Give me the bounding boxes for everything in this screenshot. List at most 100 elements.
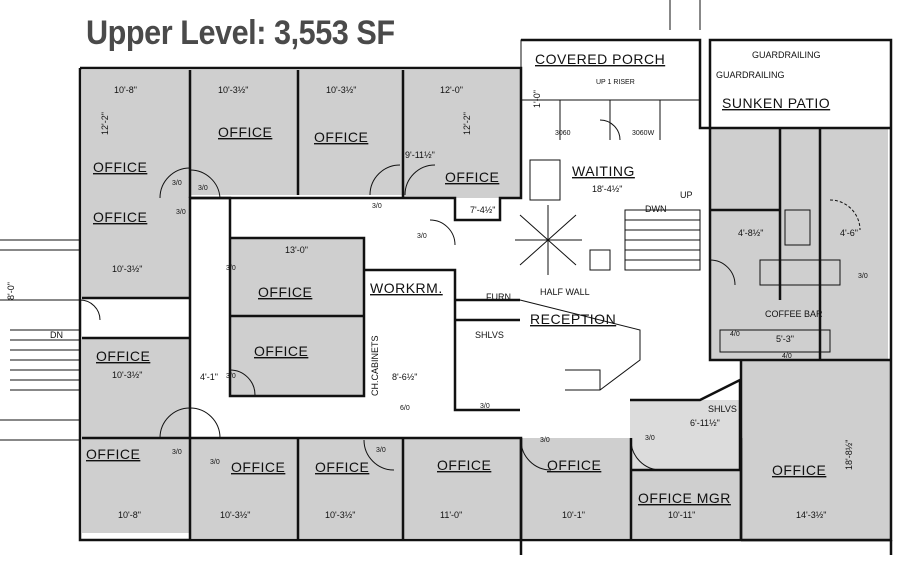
door-swing xyxy=(369,164,401,196)
dim-label: 10'-1" xyxy=(562,510,585,520)
room-office-bottom-3 xyxy=(403,438,521,538)
label-shlvs-2: SHLVS xyxy=(708,404,737,414)
door-label: 3060 xyxy=(555,130,571,137)
door-swing xyxy=(630,439,662,471)
walls xyxy=(78,38,893,555)
door-label: 3060W xyxy=(632,130,655,137)
dim-label: 10'-3½" xyxy=(112,264,142,274)
room-office-left-mid xyxy=(82,338,190,438)
door-label: 3/0 xyxy=(540,437,550,444)
label-office-bottom-4: OFFICE xyxy=(547,457,601,473)
label-shlvs-1: SHLVS xyxy=(475,330,504,340)
label-workroom: WORKRM. xyxy=(370,280,443,296)
label-office-nw: OFFICE xyxy=(93,159,147,175)
room-office-top-1 xyxy=(190,70,298,195)
dim-label: 12'-2" xyxy=(100,112,110,135)
dim-label: 18'-8½" xyxy=(844,440,854,470)
label-dn-1: DWN xyxy=(645,204,667,214)
label-office-inner-2: OFFICE xyxy=(254,343,308,359)
dim-label: 10'-3½" xyxy=(112,370,142,380)
door-swing xyxy=(520,439,552,471)
door-swing xyxy=(404,164,436,196)
label-sunken-patio: SUNKEN PATIO xyxy=(722,95,830,111)
door-label: 3/0 xyxy=(645,435,655,442)
dim-label: 10'-3½" xyxy=(218,85,248,95)
door-label: 3/0 xyxy=(172,449,182,456)
dim-label: 1'-0" xyxy=(532,90,542,108)
dim-label: 7'-4½" xyxy=(470,205,495,215)
label-covered-porch: COVERED PORCH xyxy=(535,51,665,67)
door-label: 3/0 xyxy=(176,209,186,216)
door-label: 4/0 xyxy=(730,331,740,338)
room-office-se xyxy=(741,360,891,542)
dim-label: 10'-3½" xyxy=(326,85,356,95)
door-swing xyxy=(829,199,861,231)
dim-label: 12'-2" xyxy=(462,112,472,135)
room-office-bottom-2 xyxy=(298,438,403,538)
door-label: 4/0 xyxy=(782,353,792,360)
room-labels: OFFICE OFFICE OFFICE OFFICE OFFICE OFFIC… xyxy=(50,50,830,506)
room-office-inner-1 xyxy=(230,238,364,316)
dimension-labels: 10'-8" 10'-3½" 10'-3½" 12'-0" 12'-2" 12'… xyxy=(6,85,858,520)
door-swing xyxy=(189,169,221,199)
dim-label: 8'-0" xyxy=(6,282,16,300)
detail-lines xyxy=(0,0,841,441)
label-office-inner-1: OFFICE xyxy=(258,284,312,300)
label-office-se: OFFICE xyxy=(772,462,826,478)
door-label: 3/0 xyxy=(417,233,427,240)
door-label: 3/0 xyxy=(480,403,490,410)
room-shading xyxy=(82,70,891,542)
label-office-mgr: OFFICE MGR xyxy=(638,490,731,506)
dim-label: 12'-0" xyxy=(440,85,463,95)
label-guardrail-1: GUARDRAILING xyxy=(752,50,821,60)
dim-label: 8'-6½" xyxy=(392,372,417,382)
room-office-sw xyxy=(82,438,190,533)
dim-label: 10'-8" xyxy=(114,85,137,95)
door-swing xyxy=(229,369,256,396)
label-up: UP xyxy=(680,190,693,200)
label-office-bottom-3: OFFICE xyxy=(437,457,491,473)
room-restrooms xyxy=(710,128,888,360)
door-swings xyxy=(79,119,861,471)
label-furn: FURN xyxy=(486,292,511,302)
dim-label: 5'-3" xyxy=(776,334,794,344)
dim-label: 13'-0" xyxy=(285,245,308,255)
door-label: 3/0 xyxy=(226,265,236,272)
door-swing xyxy=(429,219,456,246)
dim-label: 10'-11" xyxy=(668,510,695,520)
label-reception: RECEPTION xyxy=(530,311,616,327)
label-dn-2: DN xyxy=(50,330,63,340)
dim-label: 6'-11½" xyxy=(690,418,720,428)
label-guardrail-2: GUARDRAILING xyxy=(716,70,785,80)
door-label: 6/0 xyxy=(400,405,410,412)
label-office-top-2: OFFICE xyxy=(314,129,368,145)
label-half-wall: HALF WALL xyxy=(540,287,590,297)
dim-label: 18'-4½" xyxy=(592,184,622,194)
door-swing xyxy=(363,439,395,471)
dim-label: 14'-3½" xyxy=(796,510,826,520)
plant-icon xyxy=(515,205,582,275)
door-swing xyxy=(709,259,736,286)
room-office-top-3 xyxy=(403,70,521,198)
room-office-nw xyxy=(82,70,190,198)
dim-label: 9'-11½" xyxy=(405,150,435,160)
label-cabinets: CH.CABINETS xyxy=(370,335,380,396)
plan-title: Upper Level: 3,553 SF xyxy=(86,14,395,52)
label-office-w: OFFICE xyxy=(93,209,147,225)
room-office-bottom-4 xyxy=(521,438,631,538)
door-label: 3/0 xyxy=(226,373,236,380)
door-label: 3/0 xyxy=(210,459,220,466)
room-office-w xyxy=(82,198,190,298)
room-shelving xyxy=(630,400,740,470)
label-office-top-3: OFFICE xyxy=(445,169,499,185)
door-label: 3/0 xyxy=(372,203,382,210)
label-riser: UP 1 RISER xyxy=(596,79,635,86)
dim-label: 4'-8½" xyxy=(738,228,763,238)
door-swing xyxy=(189,407,221,439)
dim-label: 10'-3½" xyxy=(220,510,250,520)
room-office-bottom-1 xyxy=(190,438,298,538)
room-office-top-2 xyxy=(298,70,403,195)
door-label: 3/0 xyxy=(858,273,868,280)
label-waiting: WAITING xyxy=(572,163,635,179)
label-office-bottom-1: OFFICE xyxy=(231,459,285,475)
